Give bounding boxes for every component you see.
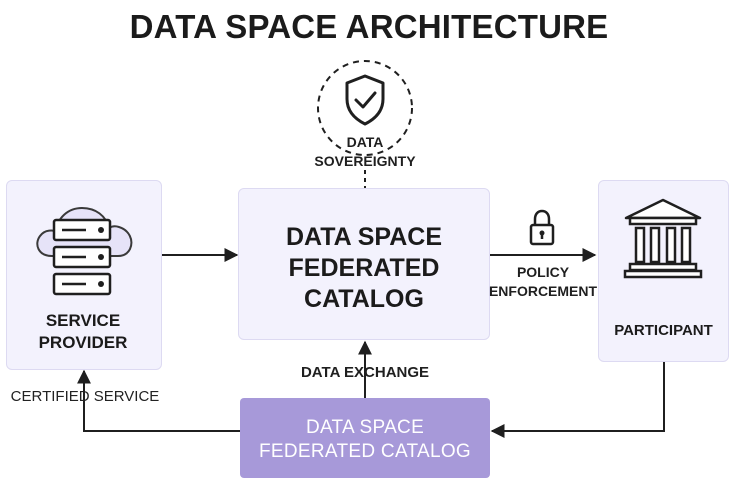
diagram-title: DATA SPACE ARCHITECTURE	[129, 8, 609, 45]
federated-catalog-box[interactable]	[238, 188, 490, 340]
policy-enforcement-label: POLICY ENFORCEMENT	[482, 263, 604, 301]
cloud-server-icon	[36, 206, 133, 296]
institution-icon	[623, 198, 703, 279]
catalog-line3: CATALOG	[304, 285, 424, 313]
bottom-federated-catalog-box[interactable]	[240, 398, 490, 478]
sovereignty-label-line1: DATA	[346, 134, 384, 150]
federated-catalog-label: DATA SPACE FEDERATED CATALOG	[238, 222, 490, 315]
participant-label: PARTICIPANT	[614, 322, 713, 339]
sovereignty-label: DATA SOVEREIGNTY	[300, 133, 430, 171]
service-provider-line1: SERVICE	[45, 311, 121, 330]
sovereignty-circle	[317, 60, 413, 156]
lock-icon	[529, 209, 555, 246]
service-provider-line2: PROVIDER	[38, 333, 128, 352]
participant-to-bottom-arrow	[490, 362, 665, 438]
bottom-federated-catalog-label: DATA SPACE FEDERATED CATALOG	[240, 416, 490, 464]
service-provider-label: SERVICE PROVIDER	[8, 310, 158, 354]
certified-service-arrow	[77, 369, 240, 432]
shield-check-icon	[345, 74, 385, 126]
policy-line1: POLICY	[516, 264, 570, 280]
certified-service-label: CERTIFIED SERVICE	[10, 388, 160, 405]
bottom-catalog-line2: FEDERATED CATALOG	[258, 441, 471, 462]
bottom-catalog-line1: DATA SPACE	[305, 417, 425, 438]
catalog-line1: DATA SPACE	[285, 223, 443, 251]
policy-line2: ENFORCEMENT	[488, 283, 598, 299]
sovereignty-label-line2: SOVEREIGNTY	[314, 153, 416, 169]
catalog-line2: FEDERATED	[288, 254, 440, 282]
data-exchange-label: DATA EXCHANGE	[300, 364, 430, 381]
